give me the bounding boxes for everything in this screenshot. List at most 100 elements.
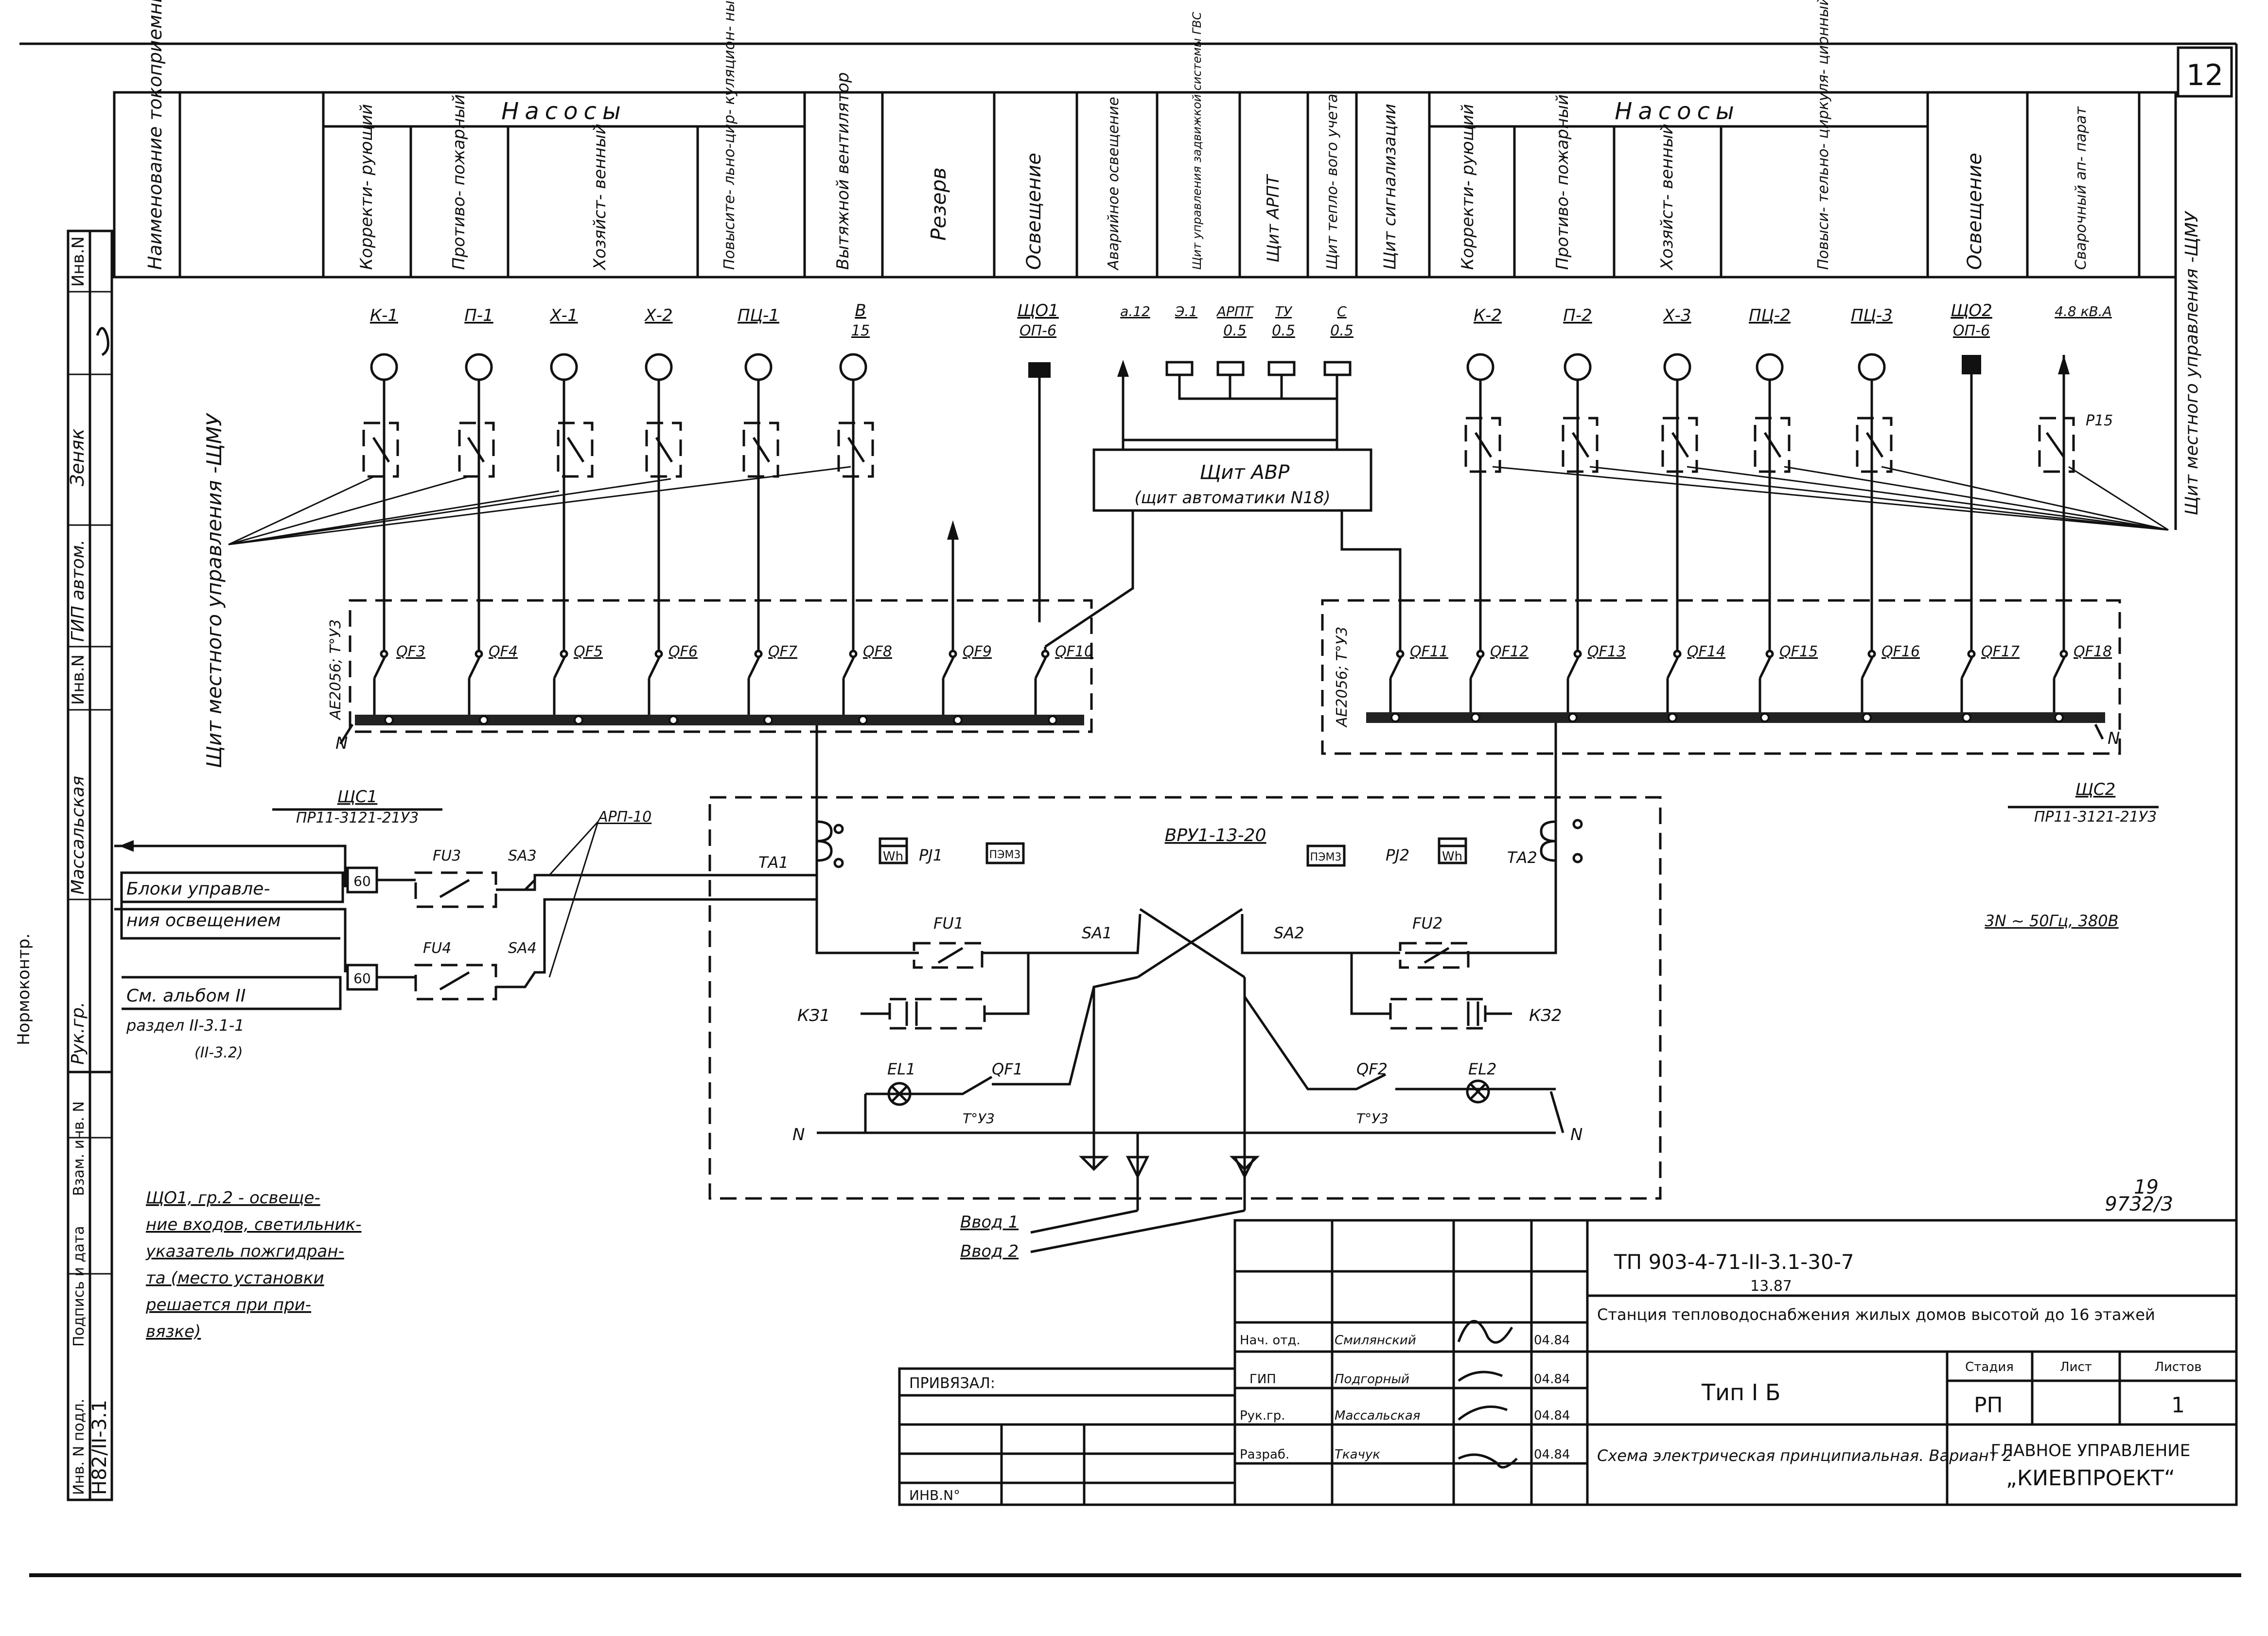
margin-label-9: Инв. N подл. — [70, 1399, 88, 1495]
signer-date-1: 04.84 — [1534, 1333, 1570, 1348]
kz2-label: КЗ2 — [1529, 1006, 1562, 1025]
load-label-p1: П-1 — [464, 306, 493, 325]
ta2-label: ТА2 — [1507, 848, 1537, 867]
relay-label: Р15 — [2086, 412, 2113, 429]
load-label-a12: а.12 — [1120, 303, 1150, 319]
blocks-line2: ния освещением — [126, 911, 281, 931]
sa4-label: SA4 — [508, 940, 537, 957]
col-left-7: Освещение — [1023, 153, 1045, 270]
vru-board: ВРУ1-13-20 ТА1 ТА2 Wh PJ1 ПЭМ3 ПЭМ3 PJ2 … — [708, 723, 1662, 1261]
note: ЩО1, гр.2 - освеще- ние входов, светильн… — [145, 1188, 361, 1341]
inv-label: ИНВ.N° — [909, 1487, 960, 1503]
arp-label: АРП-10 — [597, 809, 651, 826]
signer-role-4: Разраб. — [1240, 1447, 1289, 1462]
type-label: Тип I Б — [1701, 1379, 1780, 1406]
signatures — [1457, 1320, 1518, 1469]
ta1-label: ТА1 — [758, 853, 789, 872]
lighting-control: 60 60 FU3 FU4 SA3 SA4 АРП-10 Блоки управ… — [114, 809, 817, 1061]
load-label-e1: Э.1 — [1175, 303, 1197, 319]
signer-name-2: Подгорный — [1335, 1372, 1409, 1387]
note-line-3: указатель пожгидран- — [145, 1242, 344, 1261]
unit-60-bottom: 60 — [353, 970, 371, 986]
drawing-title: Схема электрическая принципиальная. Вари… — [1597, 1446, 2013, 1465]
margin-signature — [96, 327, 109, 356]
load-sub-arpt: 0.5 — [1223, 322, 1247, 339]
margin-label-3: ГИП автом. — [68, 540, 88, 642]
col-right-4: Повыси- тельно- циркуля- ционный — [1815, 0, 1832, 270]
breaker-qf15: QF15 — [1779, 643, 1818, 660]
motor-x2 — [645, 353, 682, 637]
fu3-label: FU3 — [433, 847, 461, 864]
col-left-1: Корректи- рующий — [357, 104, 376, 270]
avr-title: Щит АВР — [1200, 461, 1290, 484]
margin-label-7: Взам. инв. N — [70, 1101, 88, 1196]
stage-header: Стадия — [1965, 1360, 2014, 1374]
load-label-s: С — [1337, 303, 1347, 319]
breaker-qf18: QF18 — [2074, 643, 2112, 660]
load-label-p2: П-2 — [1563, 306, 1592, 325]
pzm-2: ПЭМ3 — [1310, 851, 1342, 863]
load-label-shch02: ЩО2 — [1951, 301, 1992, 320]
note-line-2: ние входов, светильник- — [146, 1215, 361, 1234]
el1-label: EL1 — [887, 1060, 915, 1078]
vru-name: ВРУ1-13-20 — [1165, 826, 1266, 845]
stamp-num: 19 — [2134, 1176, 2159, 1198]
stamp-code: 9732/3 — [2105, 1193, 2173, 1215]
left-margin: Инв.N Зеняк ГИП автом. Инв.N Массальская… — [14, 229, 113, 1501]
margin-label-5: Массальская — [68, 776, 88, 895]
signer-date-3: 04.84 — [1534, 1408, 1570, 1423]
breaker-qf11: QF11 — [1410, 643, 1448, 660]
doc-date: 13.87 — [1750, 1278, 1792, 1295]
fu4-box — [414, 964, 497, 1001]
fu2-box — [1399, 942, 1470, 969]
motor-v — [837, 353, 874, 637]
unit-60-top: 60 — [353, 873, 371, 889]
pzm-1: ПЭМ3 — [989, 849, 1021, 861]
fu4-label: FU4 — [423, 940, 451, 957]
breaker-qf8: QF8 — [863, 643, 892, 660]
sheet-number-box — [2177, 46, 2233, 98]
meter-2-label: PJ2 — [1386, 846, 1409, 864]
breaker-qf6: QF6 — [668, 643, 698, 660]
vru-climate-1: Т°У3 — [963, 1110, 995, 1126]
breaker-qf5: QF5 — [574, 643, 603, 660]
breaker-qf3: QF3 — [396, 643, 425, 660]
col-left-12: Щит сигнализации — [1380, 104, 1400, 270]
motor-pc3 — [1856, 353, 1893, 637]
signers: Нач. отд. Смилянский 04.84 ГИП Подгорный… — [1240, 1333, 1570, 1462]
load-label-k2: К-2 — [1474, 306, 1502, 325]
signer-role-1: Нач. отд. — [1240, 1333, 1301, 1348]
right-panel-model: ПР11-3121-21У3 — [2034, 809, 2157, 826]
sa3-label: SA3 — [508, 847, 537, 864]
load-label-shch01: ЩО1 — [1017, 301, 1059, 320]
right-neutral: N — [2108, 729, 2120, 748]
sheets-value: 1 — [2171, 1393, 2185, 1418]
group-pumps-left: Насосы — [501, 98, 627, 125]
breaker-qf13: QF13 — [1587, 643, 1626, 660]
motor-x1 — [550, 353, 594, 637]
right-panel: N АЕ2056; Т°У3 QF11 QF12 QF13 QF14 QF15 … — [1321, 599, 2159, 930]
right-mcp-label: Щит местного управления -ЩМУ — [2182, 211, 2202, 515]
signer-name-3: Массальская — [1335, 1408, 1420, 1423]
col-right-6: Сварочный ап- парат — [2073, 106, 2090, 270]
load-sub-v: 15 — [851, 322, 870, 339]
left-breakers — [373, 520, 1050, 715]
margin-label-4: Инв.N — [69, 654, 88, 705]
breaker-qf9: QF9 — [963, 643, 992, 660]
breaker-qf12: QF12 — [1490, 643, 1529, 660]
avr-box: Щит АВР (щит автоматики N18) — [1044, 399, 1402, 648]
see-section: раздел II-3.1-1 — [126, 1016, 245, 1035]
supply-spec: 3N ~ 50Гц, 380В — [1985, 912, 2118, 930]
kz1-box — [888, 998, 986, 1030]
breaker-qf4: QF4 — [489, 643, 518, 660]
load-label-v: В — [855, 301, 866, 320]
left-panel: N АЕ2056; Т°У3 QF3 QF4 QF5 QF6 QF7 QF8 Q… — [272, 520, 1093, 827]
load-label-weld: 4.8 кВ.А — [2055, 303, 2112, 319]
load-sub-shch01: ОП-6 — [1020, 322, 1056, 339]
col-right-1: Корректи- рующий — [1458, 104, 1477, 270]
title-block: ТП 903-4-71-II-3.1-30-7 13.87 Станция те… — [898, 1219, 2238, 1506]
fu3-box — [414, 871, 497, 908]
org-line-1: ГЛАВНОЕ УПРАВЛЕНИЕ — [1991, 1441, 2190, 1460]
qf2-label: QF2 — [1356, 1060, 1388, 1078]
